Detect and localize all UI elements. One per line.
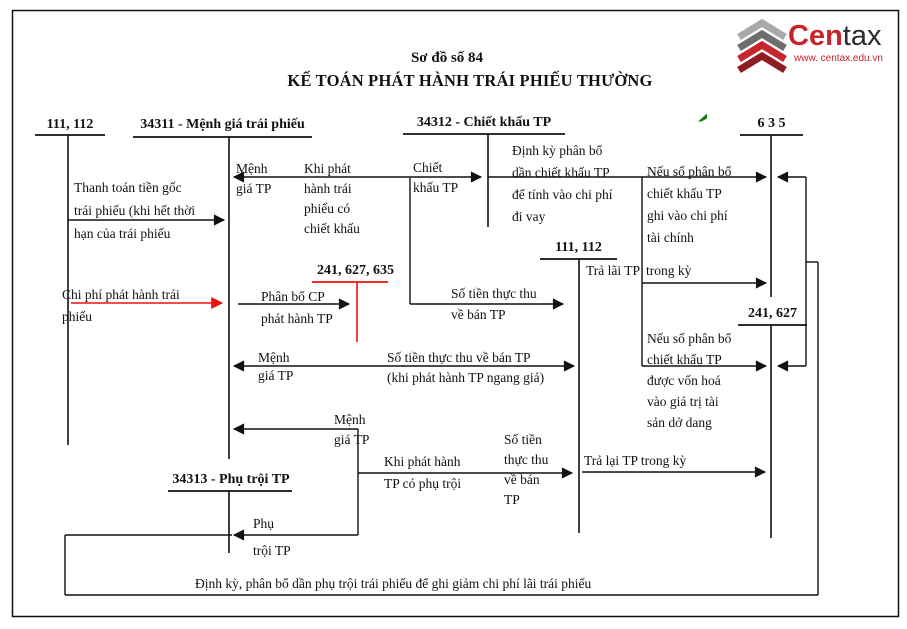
logo-chevron-1	[737, 18, 787, 40]
label-tra-lai-tp-trong-ky: Trả lại TP trong kỳ	[584, 453, 687, 468]
label-thanh-toan-goc: Thanh toán tiền gốc trái phiếu (khi hết …	[74, 180, 196, 241]
label-menh-gia-2: Mệnh giá TP	[258, 350, 294, 383]
label-so-tien-ngang-gia: Số tiền thực thu về bán TP (khi phát hàn…	[387, 350, 545, 385]
label-so-tien-thuc-thu-2: Số tiền thực thu về bán TP	[504, 432, 549, 507]
label-dinh-ky-phu-troi: Định kỳ, phân bổ dần phụ trội trái phiếu…	[195, 576, 592, 591]
logo-chevron-4	[737, 51, 787, 73]
diagram-main-title: KẾ TOÁN PHÁT HÀNH TRÁI PHIẾU THƯỜNG	[287, 71, 653, 90]
logo-brand-red: Cen	[788, 20, 843, 52]
label-menh-gia-1: Mệnh giá TP	[236, 161, 272, 196]
account-header-635: 6 3 5	[757, 116, 786, 131]
label-khi-phat-hanh-phu-troi: Khi phát hành TP có phụ trội	[384, 454, 462, 491]
account-header-34311: 34311 - Mệnh giá trái phiếu	[140, 117, 305, 132]
label-chi-phi-phat-hanh: Chi phí phát hành trái phiếu	[62, 287, 180, 324]
account-header-241-627: 241, 627	[748, 306, 797, 321]
account-header-34313: 34313 - Phụ trội TP	[172, 472, 290, 487]
account-header-111-112-left: 111, 112	[46, 117, 94, 132]
account-header-241-627-635: 241, 627, 635	[317, 263, 394, 278]
account-header-111-112-mid: 111, 112	[555, 240, 602, 255]
label-tra-lai-tp-left: Trả lãi TP	[586, 263, 641, 278]
centax-logo: Centax www. centax.edu.vn	[732, 16, 900, 68]
green-cursor-mark-icon	[698, 113, 707, 122]
label-khi-phat-hanh-chiet-khau: Khi phát hành trái phiếu có chiết khấu	[304, 161, 360, 236]
diagram-number-title: Sơ đồ số 84	[410, 50, 484, 66]
label-chiet-khau-tp: Chiết khấu TP	[413, 160, 459, 195]
logo-chevron-2	[737, 29, 787, 51]
centax-wordmark: Centax	[788, 22, 881, 51]
label-phan-bo-cp: Phân bổ CP phát hành TP	[261, 289, 333, 326]
logo-brand-dark: tax	[842, 20, 882, 52]
label-neu-so-phan-bo-tai-chinh: Nếu số phân bổ chiết khấu TP ghi vào chi…	[647, 164, 732, 245]
label-phu-troi-tp: Phụ trội TP	[253, 516, 291, 558]
account-header-34312: 34312 - Chiết khấu TP	[416, 115, 552, 130]
label-dinh-ky-phan-bo-ck: Định kỳ phân bổ dần chiết khấu TP để tín…	[512, 143, 613, 224]
centax-logo-diamond-icon	[737, 18, 787, 73]
outer-border	[11, 9, 900, 618]
label-tra-lai-tp-right: trong kỳ	[646, 263, 692, 278]
label-neu-so-phan-bo-von-hoa: Nếu số phân bổ chiết khấu TP được vốn ho…	[647, 331, 732, 430]
logo-chevron-3	[737, 40, 787, 62]
label-so-tien-thuc-thu-1: Số tiền thực thu về bán TP	[451, 286, 537, 322]
label-menh-gia-3: Mệnh giá TP	[334, 412, 370, 447]
logo-url: www. centax.edu.vn	[794, 53, 883, 64]
